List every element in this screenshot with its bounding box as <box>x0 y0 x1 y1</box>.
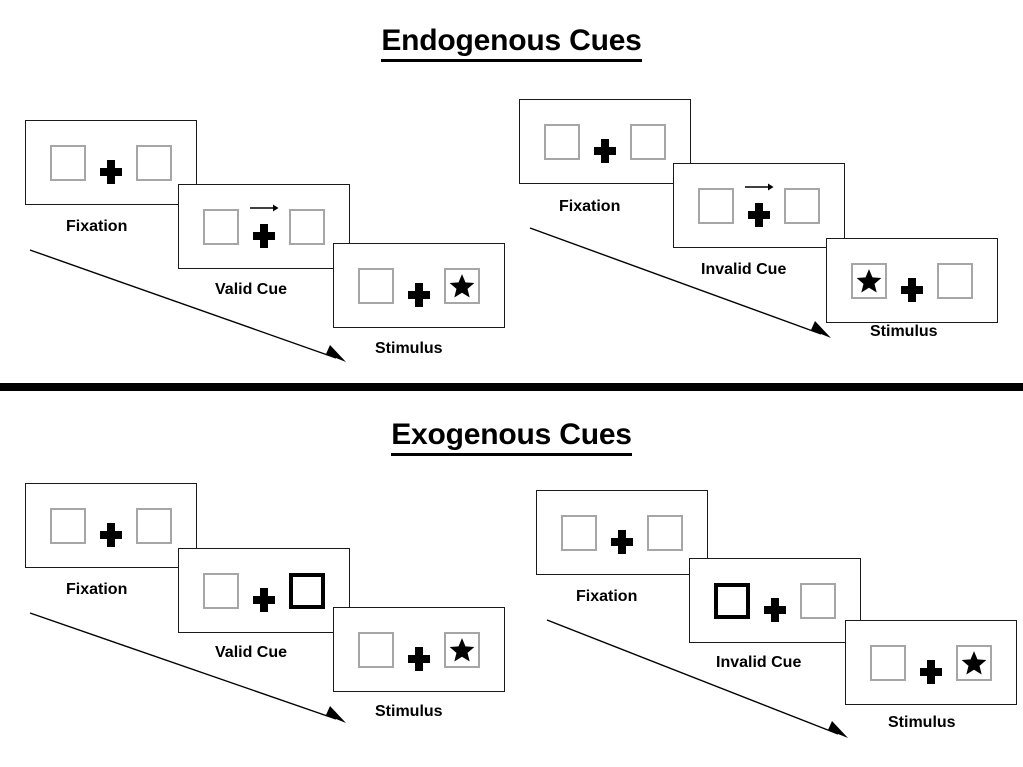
stimulus-center-column <box>920 641 942 685</box>
stimulus-center-column <box>408 628 430 672</box>
fixation-cross-icon <box>100 159 122 185</box>
left-placeholder-box <box>358 267 394 304</box>
stage-label-stimulus: Stimulus <box>870 323 938 340</box>
right-placeholder-box <box>630 123 666 160</box>
stage-label-stimulus: Stimulus <box>375 340 443 357</box>
fixation-cross-icon <box>594 138 616 164</box>
cue-center-column <box>253 569 275 613</box>
fixation-cross-icon <box>100 522 122 548</box>
left-placeholder-box <box>203 572 239 609</box>
fixation-cross-icon <box>253 223 275 249</box>
fixation-cross-icon <box>611 529 633 555</box>
stage-label-fixation: Fixation <box>559 198 621 215</box>
right-placeholder-box <box>289 208 325 245</box>
star-stimulus-icon <box>449 637 475 661</box>
left-placeholder-box <box>544 123 580 160</box>
left-placeholder-box <box>851 262 887 299</box>
right-placeholder-box <box>136 507 172 544</box>
stage-label-invalid-cue: Invalid Cue <box>701 261 787 278</box>
stage-label-stimulus: Stimulus <box>375 703 443 720</box>
cue-center-column <box>745 183 774 228</box>
right-placeholder-box <box>444 631 480 668</box>
right-placeholder-box <box>784 187 820 224</box>
stimulus-center-column <box>408 264 430 308</box>
fixation-cross-icon <box>253 587 275 613</box>
star-stimulus-icon <box>449 273 475 297</box>
fixation-center-column <box>100 504 122 548</box>
section-divider <box>0 383 1023 391</box>
left-placeholder-box <box>358 631 394 668</box>
left-placeholder-box <box>203 208 239 245</box>
stage-label-invalid-cue: Invalid Cue <box>716 654 802 671</box>
right-placeholder-box <box>937 262 973 299</box>
fixation-center-column <box>611 511 633 555</box>
left-placeholder-box <box>50 507 86 544</box>
left-placeholder-box <box>698 187 734 224</box>
exogenous-invalid-cue-panel <box>689 558 861 643</box>
stage-label-fixation: Fixation <box>576 588 638 605</box>
fixation-cross-icon <box>748 202 770 228</box>
fixation-cross-icon <box>901 277 923 303</box>
left-placeholder-box <box>870 644 906 681</box>
endogenous-valid-fixation-panel <box>25 120 197 205</box>
stage-label-fixation: Fixation <box>66 218 128 235</box>
exogenous-valid-fixation-panel <box>25 483 197 568</box>
endogenous-title-text: Endogenous Cues <box>381 24 642 62</box>
stimulus-center-column <box>901 259 923 303</box>
left-placeholder-box <box>50 144 86 181</box>
stage-label-fixation: Fixation <box>66 581 128 598</box>
star-stimulus-icon <box>961 650 987 674</box>
exogenous-valid-cue-panel <box>178 548 350 633</box>
endogenous-invalid-cue-panel <box>673 163 845 248</box>
left-placeholder-box <box>561 514 597 551</box>
exogenous-title-text: Exogenous Cues <box>391 418 632 456</box>
endogenous-invalid-stimulus-panel <box>826 238 998 323</box>
right-placeholder-box <box>647 514 683 551</box>
fixation-cross-icon <box>408 646 430 672</box>
fixation-cross-icon <box>408 282 430 308</box>
endogenous-valid-cue-panel <box>178 184 350 269</box>
star-stimulus-icon <box>856 268 882 292</box>
right-arrow-icon <box>250 204 279 211</box>
right-placeholder-box-cued <box>289 572 325 609</box>
exogenous-valid-stimulus-panel <box>333 607 505 692</box>
fixation-cross-icon <box>764 597 786 623</box>
right-placeholder-box <box>956 644 992 681</box>
stage-label-stimulus: Stimulus <box>888 714 956 731</box>
fixation-center-column <box>594 120 616 164</box>
fixation-cross-icon <box>920 659 942 685</box>
right-arrow-icon <box>745 183 774 190</box>
exogenous-section-title: Exogenous Cues <box>0 418 1023 456</box>
exogenous-invalid-stimulus-panel <box>845 620 1017 705</box>
stage-label-valid-cue: Valid Cue <box>215 644 288 661</box>
fixation-center-column <box>100 141 122 185</box>
right-placeholder-box <box>136 144 172 181</box>
endogenous-valid-stimulus-panel <box>333 243 505 328</box>
stage-label-valid-cue: Valid Cue <box>215 281 288 298</box>
cue-center-column <box>764 579 786 623</box>
endogenous-section-title: Endogenous Cues <box>0 24 1023 62</box>
cue-center-column <box>250 204 279 249</box>
endogenous-invalid-fixation-panel <box>519 99 691 184</box>
right-placeholder-box <box>800 582 836 619</box>
right-placeholder-box <box>444 267 480 304</box>
exogenous-invalid-fixation-panel <box>536 490 708 575</box>
left-placeholder-box-cued <box>714 582 750 619</box>
